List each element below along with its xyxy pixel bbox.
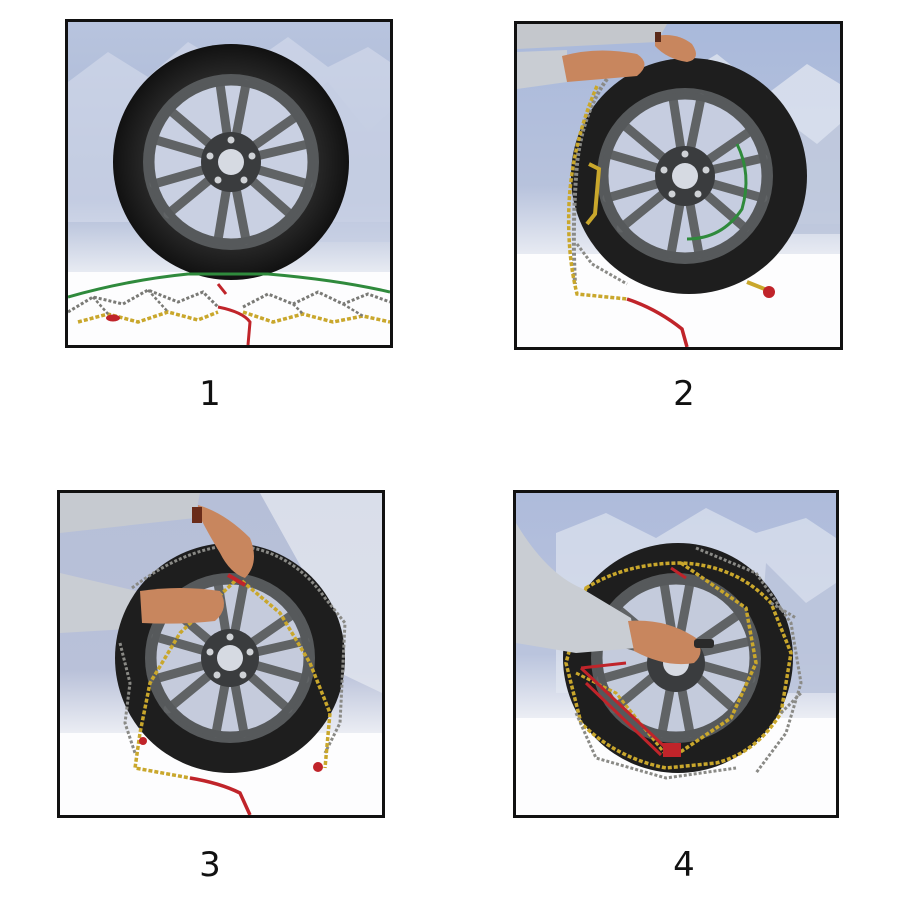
step-4-number: 4: [673, 845, 695, 885]
sleeve-icon: [60, 493, 200, 533]
step-4-panel: [513, 490, 839, 818]
sleeve-icon: [516, 523, 636, 653]
step-2-number: 2: [673, 374, 695, 414]
cable-icon: [686, 143, 748, 241]
step-1-illustration: [68, 22, 390, 345]
hand-icon: [655, 35, 696, 62]
step-3-panel: [57, 490, 385, 818]
hand-icon: [198, 505, 254, 578]
step-1-panel: [65, 19, 393, 348]
step-3-illustration: [60, 493, 382, 815]
snow-chain-icon: [118, 543, 347, 815]
step-1-number: 1: [199, 374, 221, 414]
hand-icon: [140, 588, 224, 624]
wheel-icon: [113, 44, 349, 280]
step-2-illustration: [517, 24, 840, 347]
sleeve-icon: [517, 24, 667, 49]
tensioner-handle-icon: [694, 639, 714, 648]
step-4-illustration: [516, 493, 836, 815]
wheel-icon: [571, 58, 807, 294]
snow-chain-icon: [564, 546, 803, 780]
snow-chain-icon: [566, 77, 775, 347]
hand-icon: [562, 50, 645, 82]
hand-icon: [628, 620, 701, 665]
snow-chain-icon: [68, 272, 390, 345]
step-2-panel: [514, 21, 843, 350]
step-3-number: 3: [199, 845, 221, 885]
